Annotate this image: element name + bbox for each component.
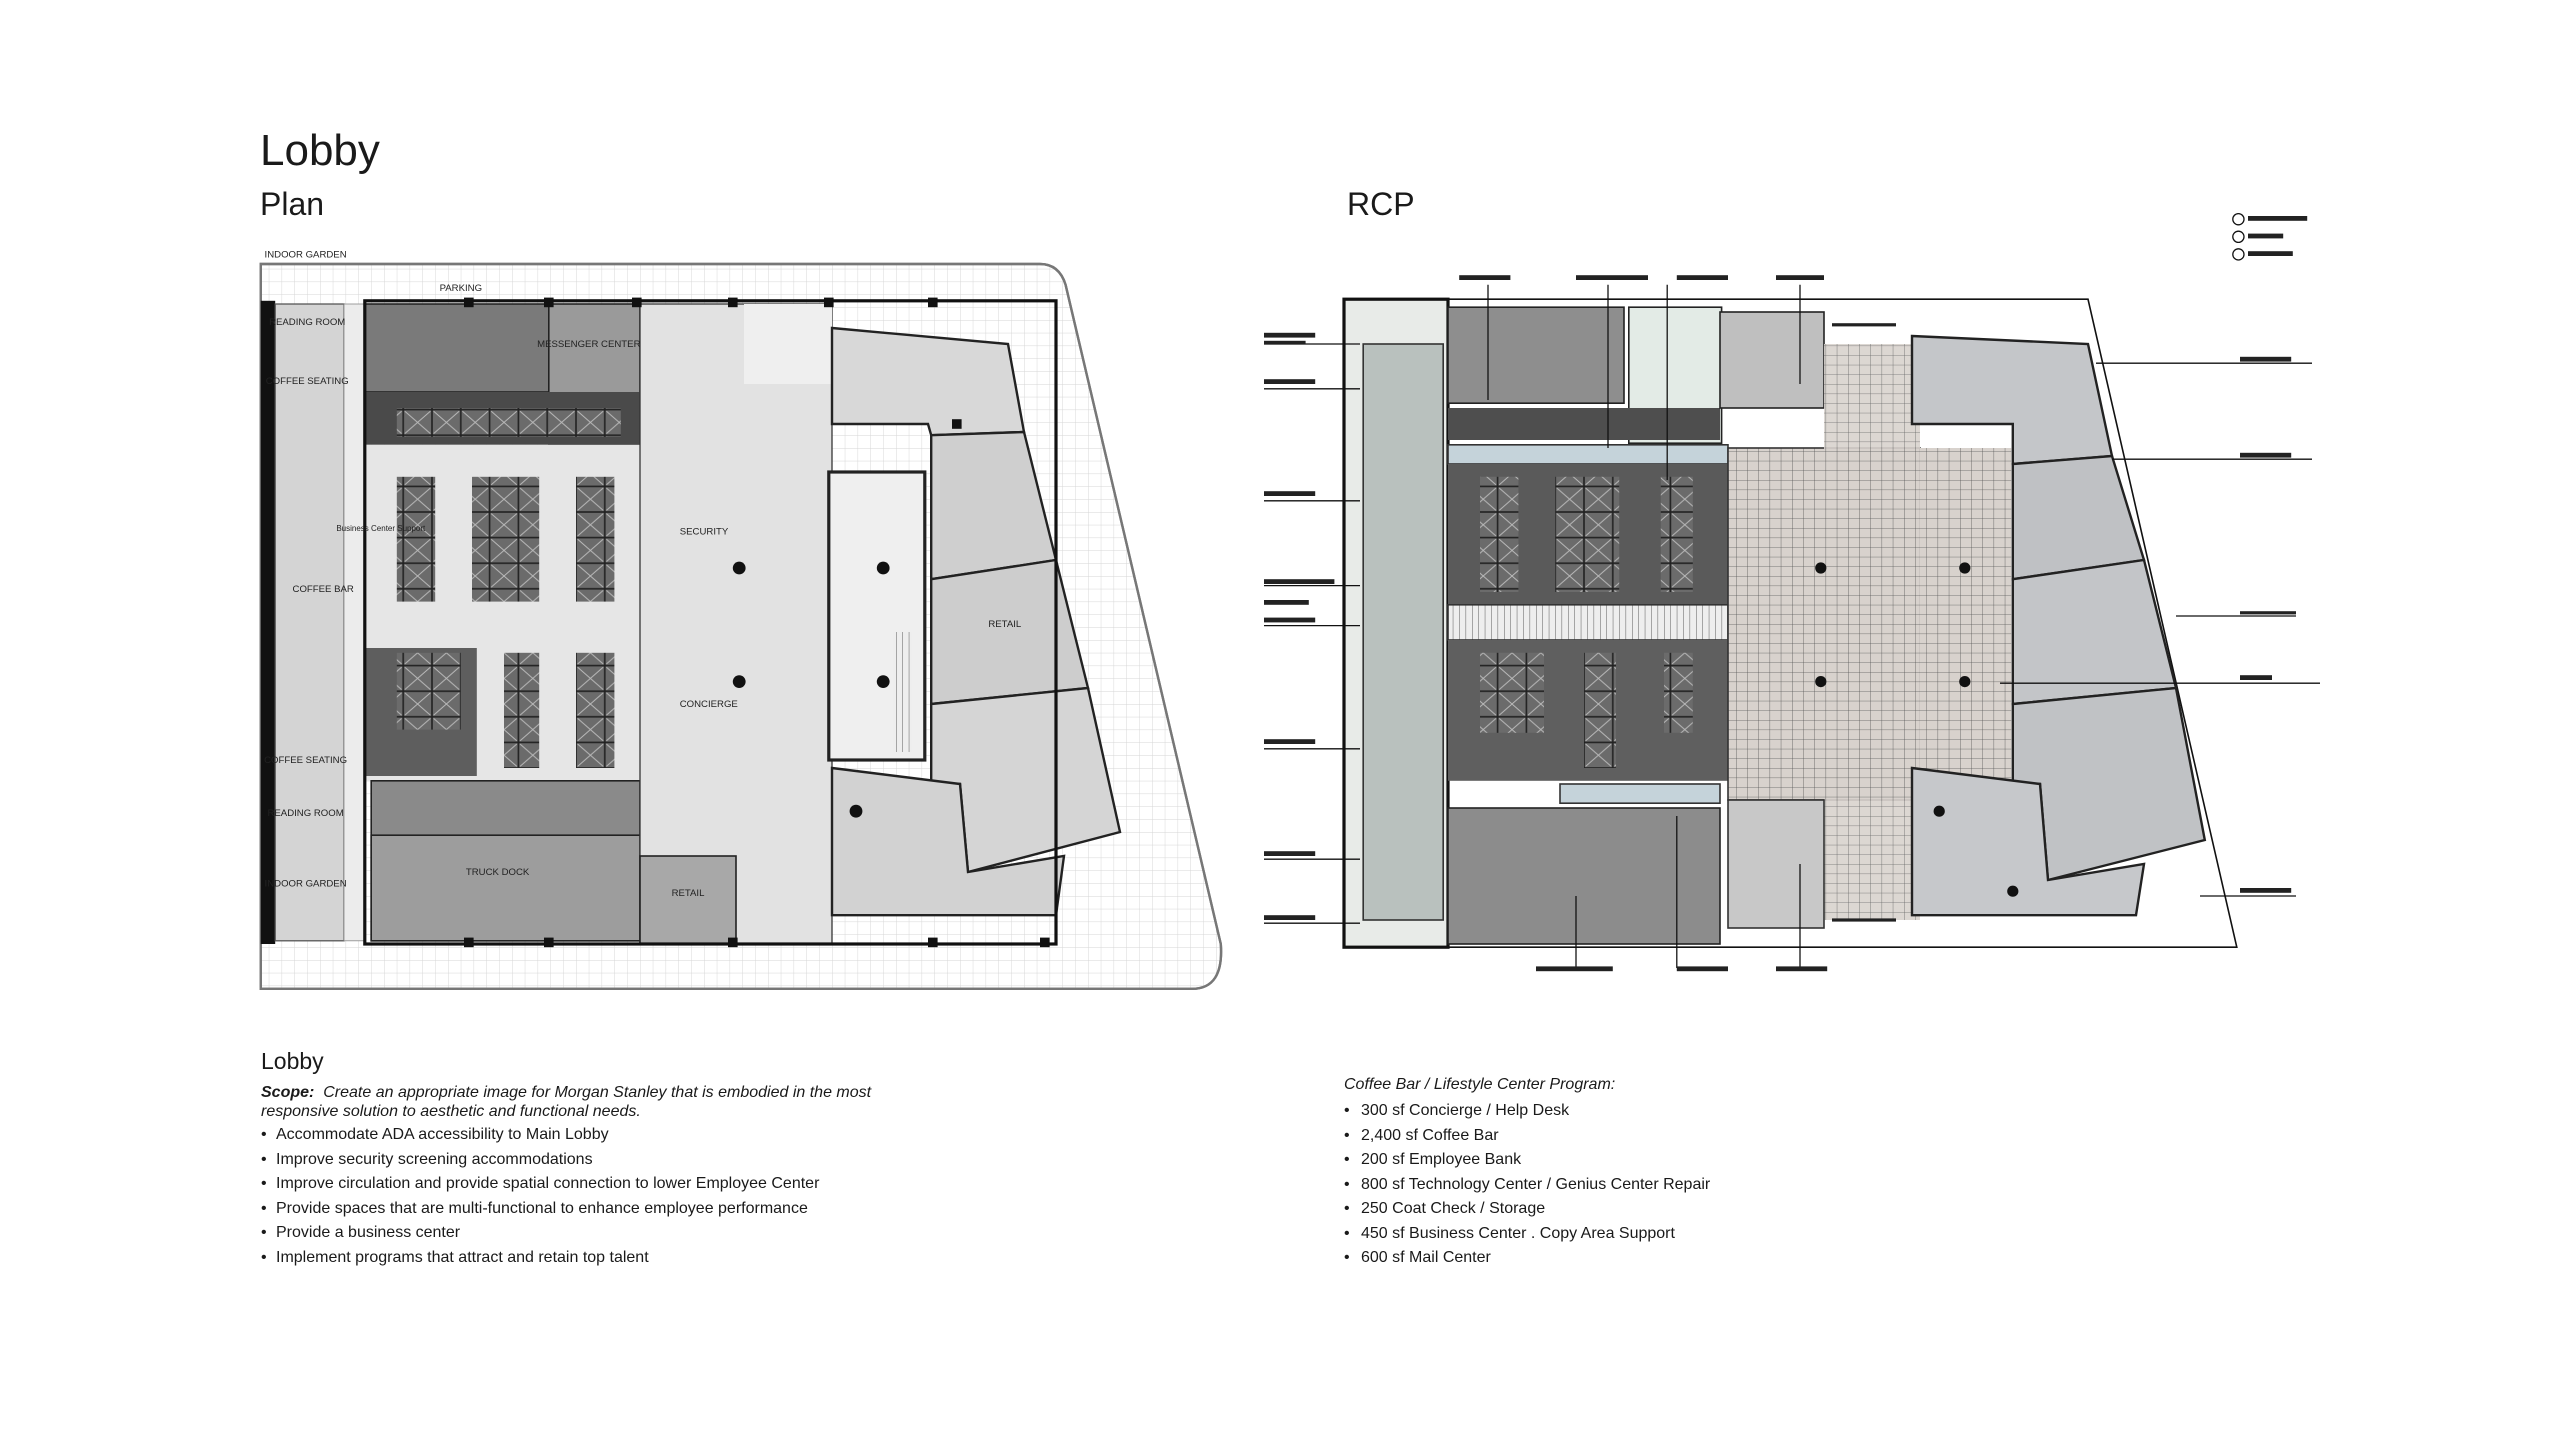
label-concierge: CONCIERGE: [680, 699, 738, 710]
west-wall: [260, 300, 276, 944]
program-list: 300 sf Concierge / Help Desk 2,400 sf Co…: [1344, 1099, 1710, 1271]
list-item: Implement programs that attract and reta…: [261, 1246, 819, 1271]
list-item: 250 Coat Check / Storage: [1344, 1197, 1710, 1222]
label-indoor-garden-top: INDOOR GARDEN: [265, 250, 347, 261]
scope-statement: Scope: Create an appropriate image for M…: [261, 1083, 901, 1121]
label-coffee-seating-bottom: COFFEE SEATING: [264, 755, 347, 766]
scope-label: Scope:: [261, 1084, 315, 1101]
page-title: Lobby: [260, 126, 380, 175]
rcp-heading: RCP: [1347, 186, 1415, 222]
label-security: SECURITY: [680, 526, 729, 537]
scope-text: Create an appropriate image for Morgan S…: [261, 1084, 872, 1120]
label-coffee-seating-top: COFFEE SEATING: [266, 376, 349, 387]
label-retail-bottom: RETAIL: [672, 888, 706, 899]
list-item: 600 sf Mail Center: [1344, 1246, 1710, 1271]
rcp-legend: [2232, 212, 2308, 261]
label-messenger-center: MESSENGER CENTER: [537, 339, 640, 350]
list-item: 200 sf Employee Bank: [1344, 1148, 1710, 1173]
label-coffee-bar: COFFEE BAR: [293, 584, 354, 595]
list-item: Provide a business center: [261, 1221, 819, 1246]
list-item: 800 sf Technology Center / Genius Center…: [1344, 1173, 1710, 1198]
reflected-ceiling-plan: [1264, 212, 2320, 972]
program-heading: Coffee Bar / Lifestyle Center Program:: [1344, 1076, 1616, 1093]
rcp-leader-lines: [1264, 284, 2320, 968]
label-reading-room-bottom: READING ROOM: [267, 808, 343, 819]
list-item: 450 sf Business Center . Copy Area Suppo…: [1344, 1222, 1710, 1247]
plan-heading: Plan: [260, 186, 325, 222]
label-reading-room-top: READING ROOM: [269, 317, 345, 328]
list-item: 300 sf Concierge / Help Desk: [1344, 1099, 1710, 1124]
list-item: Provide spaces that are multi-functional…: [261, 1197, 819, 1222]
list-item: Accommodate ADA accessibility to Main Lo…: [261, 1123, 819, 1148]
goals-list: Accommodate ADA accessibility to Main Lo…: [261, 1123, 819, 1270]
label-truck-dock: TRUCK DOCK: [466, 867, 530, 878]
list-item: Improve security screening accommodation…: [261, 1148, 819, 1173]
list-item: 2,400 sf Coffee Bar: [1344, 1124, 1710, 1149]
label-retail-right: RETAIL: [988, 619, 1022, 630]
description-title: Lobby: [261, 1048, 324, 1074]
label-indoor-garden-bottom: INDOOR GARDEN: [265, 878, 347, 889]
rcp-annotation-tags: [1264, 275, 2296, 972]
list-item: Improve circulation and provide spatial …: [261, 1172, 819, 1197]
label-parking: PARKING: [440, 283, 482, 294]
amenity-strip: [274, 303, 345, 942]
lobby-plan: INDOOR GARDEN PARKING READING ROOM COFFE…: [259, 250, 1223, 990]
label-business-center: Business Center Support: [336, 524, 426, 533]
